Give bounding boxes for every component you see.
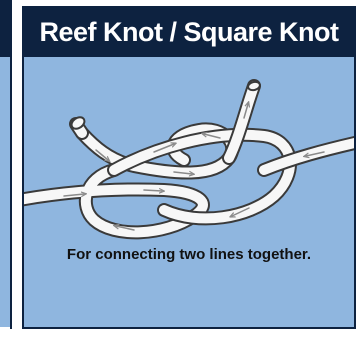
card-caption: For connecting two lines together. bbox=[24, 246, 354, 263]
adjacent-card-header bbox=[0, 0, 10, 57]
reef-knot-icon bbox=[24, 78, 354, 248]
knot-card: Reef Knot / Square Knot bbox=[22, 6, 356, 329]
adjacent-card-body bbox=[0, 57, 10, 327]
card-title: Reef Knot / Square Knot bbox=[39, 17, 338, 48]
adjacent-card-edge bbox=[0, 0, 10, 349]
adjacent-card-border bbox=[10, 0, 12, 329]
card-header: Reef Knot / Square Knot bbox=[24, 8, 354, 57]
